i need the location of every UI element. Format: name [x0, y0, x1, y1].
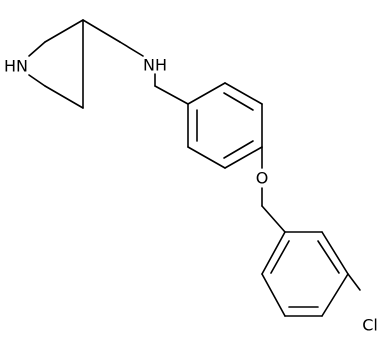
chloro-bond	[347, 273, 361, 291]
bond	[261, 205, 286, 233]
bond	[321, 273, 349, 317]
bond	[28, 74, 46, 87]
bond	[187, 82, 226, 105]
double-bond-inner	[317, 240, 340, 274]
double-bond-inner	[270, 240, 290, 274]
ether-oxygen-label: O	[256, 169, 269, 188]
chlorine-label: Cl	[362, 316, 378, 335]
ether-linker	[261, 146, 286, 233]
benzene-ring-2	[261, 231, 349, 317]
bond	[44, 85, 84, 109]
piperidine-ring	[28, 19, 121, 109]
amine-nitrogen-label: NH	[143, 56, 167, 75]
bond	[44, 19, 84, 43]
bond	[321, 231, 349, 275]
amine-linker	[119, 41, 189, 105]
bond	[82, 19, 121, 43]
benzene-ring-1	[187, 82, 263, 169]
bond	[224, 146, 263, 169]
bond	[154, 85, 189, 105]
double-bond-inner	[223, 140, 254, 159]
bond	[28, 41, 46, 57]
piperidine-nitrogen-label: HN	[4, 57, 28, 76]
bond	[261, 273, 286, 317]
bond	[224, 82, 263, 105]
bond	[261, 231, 286, 275]
bond	[187, 146, 226, 169]
bond	[119, 41, 144, 57]
double-bond-inner	[223, 92, 254, 111]
